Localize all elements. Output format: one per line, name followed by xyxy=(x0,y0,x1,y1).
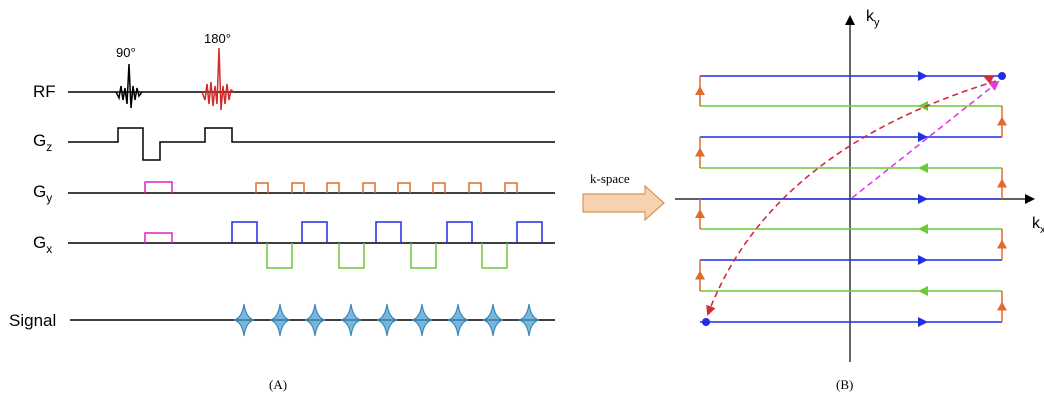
rf-label: RF xyxy=(33,82,56,101)
step-arrowhead xyxy=(695,270,705,280)
step-arrowhead xyxy=(695,209,705,218)
signal-echo xyxy=(447,303,469,337)
step-arrowhead xyxy=(695,86,705,95)
gz-waveform xyxy=(68,127,555,161)
direction-arrowhead xyxy=(918,132,928,142)
trajectory-start-point xyxy=(702,318,710,326)
dashed-arrow-red-tail-head xyxy=(983,76,994,84)
dashed-arrow-red xyxy=(706,80,997,316)
gx-negative-lobe xyxy=(338,243,365,269)
kx-axis-label: kx xyxy=(1032,215,1044,236)
signal-echo xyxy=(269,303,291,337)
gy-blip xyxy=(397,182,411,193)
epi-trajectory xyxy=(695,71,1007,327)
direction-arrowhead xyxy=(918,255,928,265)
step-arrowhead xyxy=(997,301,1007,311)
signal-echo xyxy=(340,303,362,337)
gx-readout-train xyxy=(231,221,543,269)
gy-blip xyxy=(468,182,482,193)
gx-positive-lobe xyxy=(446,221,473,243)
signal-echo xyxy=(518,303,540,337)
step-arrowhead xyxy=(997,116,1007,126)
gx-label: Gx xyxy=(33,233,52,256)
signal-echo xyxy=(482,303,504,337)
pulse-90-label: 90° xyxy=(116,45,136,60)
gx-positive-lobe xyxy=(301,221,328,243)
gx-negative-lobe xyxy=(266,243,293,269)
gx-negative-lobe xyxy=(481,243,508,269)
gx-positive-lobe xyxy=(375,221,402,243)
direction-arrowhead xyxy=(918,163,928,173)
signal-label: Signal xyxy=(9,311,56,330)
k-space-label: k-space xyxy=(590,171,630,186)
step-arrowhead xyxy=(695,147,705,157)
gx-prephase-lobe xyxy=(144,232,173,243)
direction-arrowhead xyxy=(918,224,928,234)
rf-180-pulse xyxy=(201,47,235,111)
gy-label: Gy xyxy=(33,182,52,205)
gy-blip xyxy=(362,182,376,193)
signal-echo xyxy=(376,303,398,337)
gz-label: Gz xyxy=(33,131,52,154)
signal-echo xyxy=(411,303,433,337)
rf-90-pulse xyxy=(115,63,143,109)
direction-arrowhead xyxy=(918,286,928,296)
caption-b: (B) xyxy=(836,377,853,392)
dashed-arrow-magenta xyxy=(851,80,1000,199)
trajectory-end-point xyxy=(998,72,1006,80)
signal-echo xyxy=(233,303,255,337)
echo-train xyxy=(233,303,540,337)
gx-negative-lobe xyxy=(410,243,437,269)
ky-axis-label: ky xyxy=(866,8,880,29)
gy-blip xyxy=(291,182,305,193)
gy-phase-prep-lobe xyxy=(144,181,173,193)
direction-arrowhead xyxy=(918,317,928,327)
gy-blip xyxy=(255,182,269,193)
block-arrow-shape xyxy=(582,184,665,222)
gy-blip-train xyxy=(255,182,518,193)
step-arrowhead xyxy=(997,178,1007,188)
direction-arrowhead xyxy=(918,101,928,111)
pulse-sequence-panel: RF Gz Gy Gx Signal 90° 180° (A) xyxy=(9,31,555,392)
gx-positive-lobe xyxy=(516,221,543,243)
gy-blip xyxy=(326,182,340,193)
signal-echo xyxy=(304,303,326,337)
direction-arrowhead xyxy=(918,194,928,204)
caption-a: (A) xyxy=(269,377,287,392)
pulse-180-label: 180° xyxy=(204,31,231,46)
direction-arrowhead xyxy=(918,71,928,81)
gx-positive-lobe xyxy=(231,221,258,243)
k-space-panel: ky kx (B) xyxy=(675,8,1044,392)
gy-blip xyxy=(504,182,518,193)
step-arrowhead xyxy=(997,239,1007,249)
gy-blip xyxy=(432,182,446,193)
k-space-arrow: k-space xyxy=(582,171,665,222)
